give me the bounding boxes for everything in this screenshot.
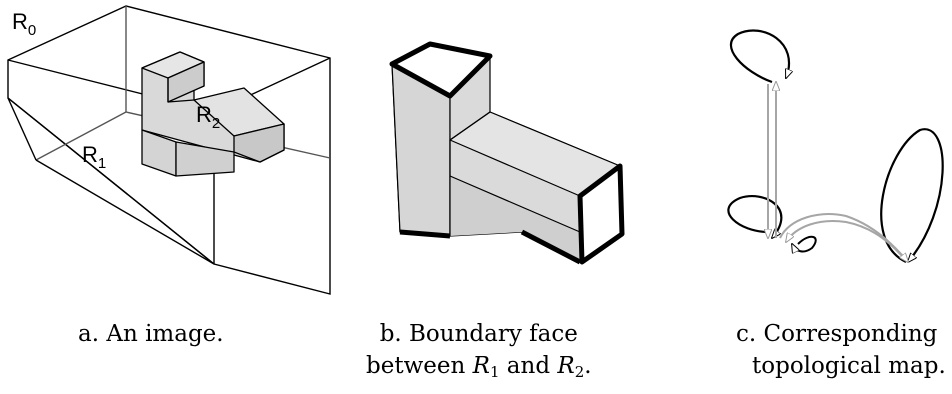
panel-b-boundary-face — [389, 41, 625, 265]
caption-panel-a: a. An image. — [78, 318, 224, 350]
caption-panel-a-text: a. An image. — [78, 321, 224, 347]
region-label-r2: R2 — [196, 102, 220, 132]
loop-right — [880, 128, 944, 262]
loop-top — [730, 29, 789, 84]
panel-c-topological-map — [727, 29, 944, 262]
caption-panel-b-line1: b. Boundary face — [379, 321, 578, 347]
face-top-side — [392, 44, 490, 96]
caption-panel-c-line1: c. Corresponding — [736, 321, 938, 347]
caption-panel-c: c. Corresponding topological map. — [722, 318, 952, 382]
caption-panel-b-line2: between R1 and R2. — [366, 353, 592, 381]
caption-panel-b: b. Boundary face between R1 and R2. — [366, 318, 592, 382]
caption-panel-c-line2: topological map. — [752, 353, 946, 379]
region-label-r0: R0 — [12, 9, 36, 39]
region-label-r1: R1 — [82, 142, 106, 172]
face-branch-bottom — [450, 176, 580, 260]
loop-small-bottom — [792, 235, 817, 252]
boundary-edges — [389, 41, 625, 265]
dart-curve-left — [786, 220, 903, 257]
inner-t-solid — [141, 51, 285, 177]
panel-a-image: R0 R1 R2 — [7, 5, 331, 295]
loop-bottom — [727, 195, 783, 238]
